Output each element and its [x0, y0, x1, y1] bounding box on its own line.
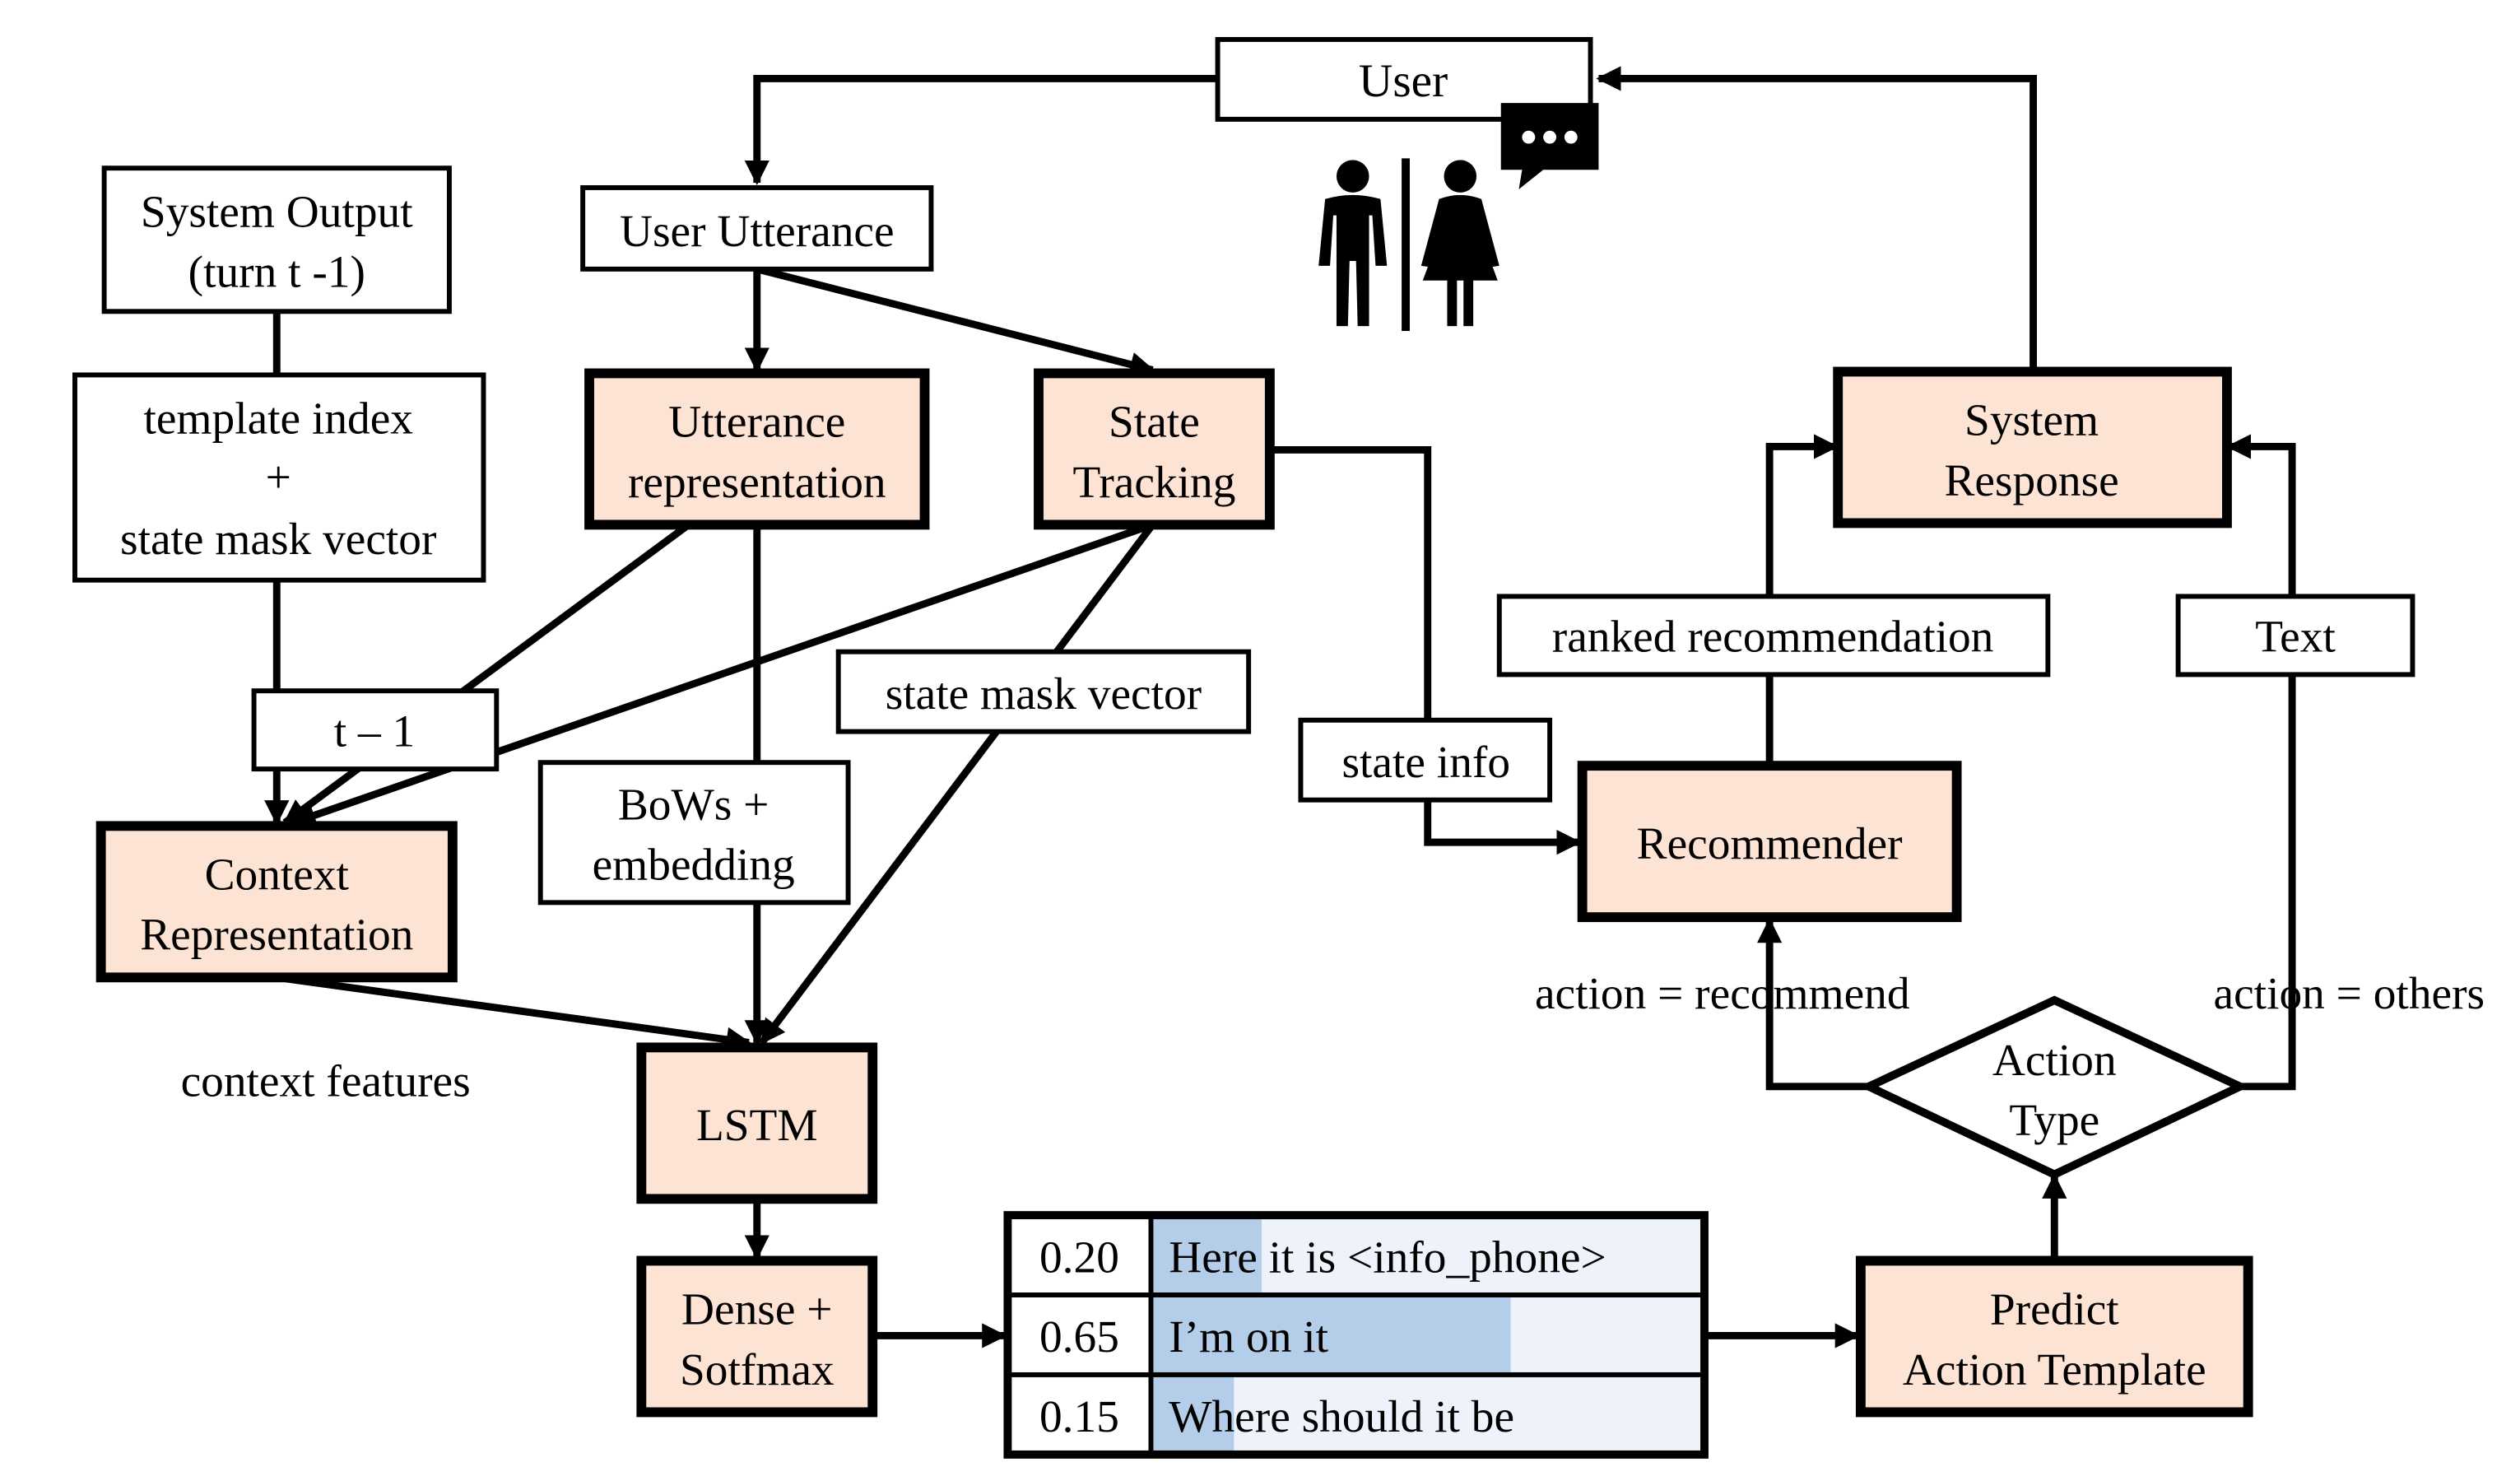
template-text: Here it is <info_phone>	[1169, 1232, 1606, 1282]
node-recommender-label: Recommender	[1637, 818, 1903, 869]
node-context-representation-line1: Context	[205, 849, 350, 899]
template-text: Where should it be	[1169, 1391, 1514, 1441]
node-recommender: Recommender	[1577, 761, 1962, 923]
node-dense-softmax-line2: Sotfmax	[680, 1344, 835, 1395]
probability-bar	[1151, 1295, 1511, 1375]
label-action-others: action = others	[2214, 968, 2485, 1018]
edge-state-tracking-to-context	[291, 521, 1154, 827]
template-text: I’m on it	[1169, 1311, 1328, 1362]
node-utterance-representation-line1: Utterance	[668, 397, 845, 447]
node-lstm: LSTM	[636, 1042, 878, 1204]
node-user-utterance-label: User Utterance	[620, 206, 895, 256]
edge-utterance-rep-to-context	[282, 521, 691, 826]
label-template-index-line1: template index	[143, 394, 413, 444]
node-utterance-representation-line2: representation	[628, 457, 886, 507]
node-state-tracking-line2: Tracking	[1072, 457, 1235, 507]
label-state-info: state info	[1298, 717, 1553, 803]
node-system-output-line1: System Output	[141, 186, 413, 236]
probability-bar	[1151, 1215, 1262, 1296]
node-system-output: System Output (turn t -1)	[101, 165, 452, 314]
label-action-recommend: action = recommend	[1535, 968, 1910, 1018]
label-ranked-recommendation-text: ranked recommendation	[1552, 612, 1994, 662]
node-action-type-line2: Type	[2009, 1095, 2099, 1145]
template-probability-table: 0.20 Here it is <info_phone> 0.65 I’m on it…	[1003, 1211, 1709, 1459]
label-ranked-recommendation: ranked recommendation	[1496, 594, 2051, 678]
node-user-utterance: User Utterance	[580, 184, 934, 272]
node-predict-line2: Action Template	[1903, 1344, 2206, 1395]
label-text-text: Text	[2255, 612, 2336, 662]
node-context-representation-line2: Representation	[140, 910, 413, 960]
label-state-mask-vector-text: state mask vector	[886, 668, 1202, 719]
node-dense-softmax: Dense + Sotfmax	[636, 1255, 878, 1418]
user-man-icon	[1318, 160, 1388, 327]
edge-response-to-user	[1596, 66, 2038, 372]
probability-value: 0.65	[1039, 1311, 1119, 1362]
label-state-mask-vector: state mask vector	[835, 649, 1252, 734]
node-system-response-line2: Response	[1944, 455, 2118, 505]
label-template-index-line2: +	[266, 452, 291, 502]
bar-track	[1151, 1374, 1705, 1455]
label-bows-embedding: BoWs + embedding	[537, 760, 851, 906]
probability-value: 0.20	[1039, 1232, 1119, 1282]
label-t-minus-1-text: t – 1	[334, 706, 415, 756]
node-context-representation: Context Representation	[95, 821, 458, 983]
probability-bar	[1151, 1374, 1234, 1455]
label-state-info-text: state info	[1341, 737, 1510, 787]
label-context-features: context features	[181, 1056, 471, 1106]
edge-user-to-utterance	[744, 74, 1218, 186]
node-predict-line1: Predict	[1990, 1284, 2119, 1334]
table-row: 0.15 Where should it be	[1005, 1372, 1707, 1457]
edge-action-recommend-to-recommender	[1756, 918, 1869, 1091]
divider-icon	[1402, 158, 1410, 332]
label-template-index: template index + state mask vector	[72, 372, 486, 583]
label-bows-line2: embedding	[593, 840, 795, 890]
user-woman-icon	[1420, 160, 1499, 327]
node-state-tracking-line1: State	[1109, 397, 1200, 447]
label-text: Text	[2175, 594, 2415, 678]
node-state-tracking: State Tracking	[1034, 368, 1275, 530]
node-action-type: Action Type	[1859, 995, 2250, 1180]
node-lstm-label: LSTM	[696, 1100, 818, 1150]
probability-value: 0.15	[1039, 1391, 1119, 1441]
edge-state-tracking-to-recommender	[1269, 445, 1582, 855]
table-border	[1003, 1211, 1709, 1459]
label-bows-line1: BoWs +	[618, 779, 769, 829]
node-system-output-line2: (turn t -1)	[188, 247, 365, 297]
node-dense-softmax-line1: Dense +	[681, 1284, 832, 1334]
edge-context-to-lstm	[276, 973, 751, 1052]
node-system-response-line1: System	[1964, 395, 2099, 445]
edge-state-tracking-to-lstm	[759, 522, 1156, 1046]
label-template-index-line3: state mask vector	[120, 514, 436, 564]
node-predict-action-template: Predict Action Template	[1855, 1255, 2253, 1418]
table-row: 0.65 I’m on it	[1005, 1292, 1707, 1377]
node-system-response: System Response	[1833, 366, 2232, 529]
edge-utterance-to-state-tracking	[756, 265, 1155, 377]
label-t-minus-1: t – 1	[251, 688, 500, 772]
node-action-type-line1: Action	[1992, 1035, 2117, 1085]
table-row: 0.20 Here it is <info_phone>	[1005, 1213, 1707, 1297]
node-utterance-representation: Utterance representation	[584, 368, 930, 530]
edge-action-others-to-response	[2225, 434, 2296, 1091]
chat-bubble-icon	[1500, 103, 1599, 189]
node-user-label: User	[1359, 55, 1448, 107]
